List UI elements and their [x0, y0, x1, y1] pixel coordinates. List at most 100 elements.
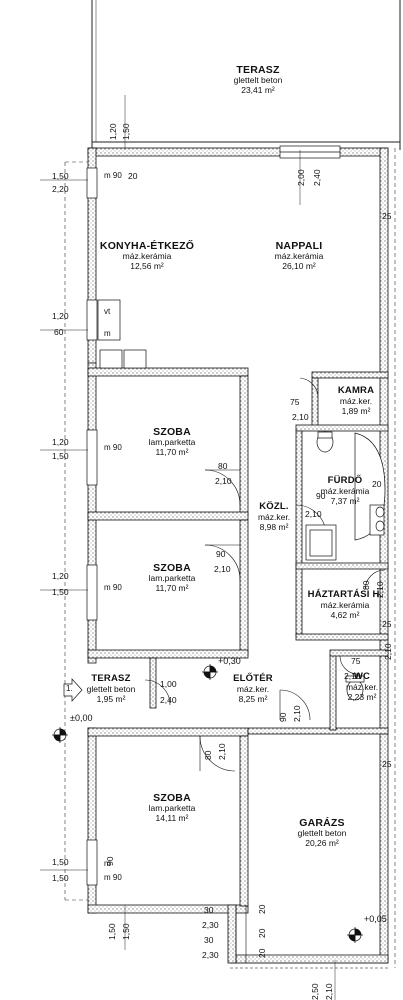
room-kozl: KÖZL. máz.ker. 8,98 m²	[258, 501, 290, 532]
room-area: 8,25 m²	[238, 693, 268, 704]
dim-label: 60	[54, 327, 64, 337]
dim-label: 1,50	[107, 923, 117, 940]
dim-label: 2,10	[324, 983, 334, 1000]
dim-label: 20	[257, 948, 267, 958]
windows-left	[86, 167, 98, 886]
dim-label: 1,20	[52, 571, 69, 581]
dashed-outline	[64, 148, 396, 968]
room-terasz-small: TERASZ glettelt beton 1,95 m²	[86, 673, 136, 704]
room-material: máz.ker.	[339, 395, 373, 406]
room-area: 26,10 m²	[282, 260, 316, 271]
room-area: 14,11 m²	[155, 812, 189, 823]
dim-label: 90	[316, 491, 326, 501]
dim-label: m 90	[104, 171, 122, 180]
dim-label: m	[104, 329, 111, 338]
room-area: 8,98 m²	[259, 521, 289, 532]
room-area: 1,89 m²	[341, 405, 371, 416]
dim-label: 20	[372, 479, 382, 489]
dim-label: 90	[216, 549, 226, 559]
entrance-marker: 1.	[66, 684, 73, 693]
dim-label: 1,50	[121, 923, 131, 940]
dim-label: 80	[361, 580, 371, 590]
room-szoba-3: SZOBA lam.parketta 14,11 m²	[149, 792, 196, 824]
room-name: HÁZTARTÁSI H.	[307, 589, 383, 600]
inner-walls	[87, 367, 389, 907]
dim-label: 25	[382, 619, 392, 629]
dim-label: m 90	[104, 583, 122, 592]
room-area: 12,56 m²	[130, 260, 164, 271]
room-terasz-top: TERASZ glettelt beton 23,41 m²	[234, 64, 283, 96]
dim-label: 90	[105, 856, 115, 866]
room-area: 7,37 m²	[330, 495, 360, 506]
terrace-door	[279, 145, 341, 159]
terrace-top-outline	[91, 0, 401, 150]
dim-label: 90	[278, 712, 288, 722]
level-markers	[52, 664, 363, 943]
garage-entry	[230, 905, 388, 969]
room-name: SZOBA	[153, 562, 191, 574]
kitchen-elements	[97, 299, 147, 369]
room-name: ELŐTÉR	[233, 673, 273, 684]
dim-label: 30	[204, 905, 214, 915]
room-area: 11,70 m²	[155, 446, 189, 457]
room-material: máz.kerámia	[122, 251, 172, 262]
dim-label: 20	[257, 904, 267, 914]
dim-label: 2,30	[202, 920, 219, 930]
door-swings	[144, 377, 386, 772]
room-material: lam.parketta	[148, 437, 196, 448]
room-material: máz.ker.	[236, 683, 270, 694]
room-name: TERASZ	[91, 673, 131, 684]
dim-label: 1,20	[52, 437, 69, 447]
room-material: lam.parketta	[148, 573, 196, 584]
dim-label: 20	[128, 171, 138, 181]
dim-label: 2,10	[305, 509, 322, 519]
dim-label: 1,20	[52, 311, 69, 321]
room-szoba-1: SZOBA lam.parketta 11,70 m²	[149, 426, 196, 458]
room-haztartasi: HÁZTARTÁSI H. máz.kerámia 4,62 m²	[307, 589, 383, 620]
room-wc: WC máz.ker. 2,23 m²	[345, 671, 379, 702]
dimension-lines	[40, 95, 336, 1000]
room-material: glettelt beton	[233, 75, 283, 86]
dim-label: 80	[218, 461, 228, 471]
dim-label: m 90	[104, 443, 122, 452]
dim-label: 2,30	[202, 950, 219, 960]
room-konyha: KONYHA-ÉTKEZŐ máz.kerámia 12,56 m²	[100, 240, 194, 272]
room-name: NAPPALI	[275, 240, 323, 252]
dim-label: 2,10	[383, 643, 393, 660]
dim-label: 2,20	[52, 184, 69, 194]
dim-label: 1,50	[52, 171, 69, 181]
room-name: KAMRA	[337, 385, 375, 396]
room-material: máz.kerámia	[320, 485, 370, 496]
room-nappali: NAPPALI máz.kerámia 26,10 m²	[275, 240, 324, 272]
dim-label: 1,50	[52, 451, 69, 461]
level-plus-030: +0,30	[218, 656, 241, 666]
dim-label: 1,00	[160, 679, 177, 689]
dim-label: 25	[382, 759, 392, 769]
dim-label: vt	[104, 307, 111, 316]
room-name: KONYHA-ÉTKEZŐ	[99, 240, 195, 252]
dim-label: 2,50	[310, 983, 320, 1000]
dim-label: 75	[351, 656, 361, 666]
dim-label: m	[104, 859, 111, 868]
room-material: máz.kerámia	[274, 251, 324, 262]
dim-label: 1,20	[108, 123, 118, 140]
level-plus-005: +0,05	[364, 914, 387, 924]
dim-label: 25	[382, 211, 392, 221]
dim-label: 2,40	[312, 169, 322, 186]
room-area: 2,23 m²	[347, 691, 377, 702]
room-name: GARÁZS	[299, 817, 345, 829]
room-material: máz.ker.	[345, 681, 379, 692]
room-name: SZOBA	[153, 792, 191, 804]
dim-label: 80	[203, 750, 213, 760]
room-material: glettelt beton	[86, 683, 136, 694]
room-name: FÜRDŐ	[327, 475, 363, 486]
dim-label: 1,50	[121, 123, 131, 140]
dim-label: 2,10	[217, 743, 227, 760]
dim-label: m 90	[104, 873, 122, 882]
dim-label: 2,10	[375, 581, 385, 598]
bathroom-fixtures	[305, 431, 386, 701]
dim-label: 2,40	[160, 695, 177, 705]
room-name: KÖZL.	[259, 501, 289, 512]
dim-label: 2,10	[344, 671, 361, 681]
